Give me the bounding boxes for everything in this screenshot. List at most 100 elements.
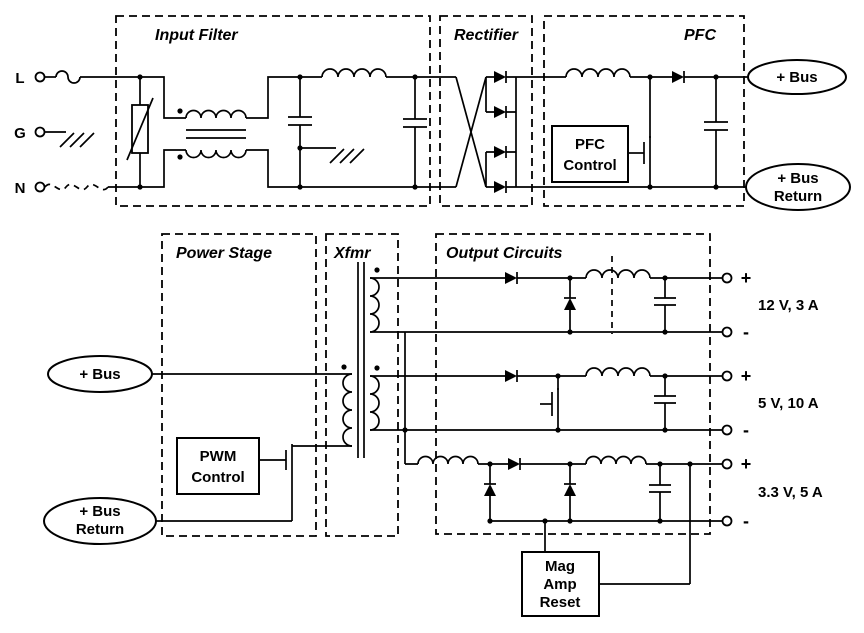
pfc-control-label-2: Control — [563, 157, 616, 174]
mag-amp-reset-label-1: Mag — [545, 558, 575, 575]
pfc-mosfet-symbol — [628, 77, 651, 187]
terminal-5v-minus — [721, 424, 733, 436]
terminal-g-label: G — [14, 125, 26, 142]
bus-return-input-label-1: + Bus — [79, 503, 120, 520]
output-circuits-title: Output Circuits — [446, 245, 563, 262]
ch2-inductor-symbol — [585, 367, 651, 377]
pwm-control-label-1: PWM — [200, 448, 237, 465]
ch1-freewheel-diode-symbol — [564, 278, 576, 332]
input-filter-title: Input Filter — [155, 27, 238, 44]
terminal-5v-plus — [721, 370, 733, 382]
xfmr-title: Xfmr — [333, 245, 371, 262]
mag-amp-inductor-symbol — [417, 455, 479, 465]
label-5v-plus: + — [741, 366, 752, 386]
filter-ground-icon — [329, 148, 365, 164]
x-capacitor-2-symbol — [403, 77, 427, 187]
ch3-diode-1-symbol — [484, 464, 496, 521]
pfc-control-block: PFC Control — [551, 125, 629, 183]
terminal-g — [34, 126, 46, 138]
output-circuits-box — [435, 233, 711, 535]
terminal-n-label: N — [15, 180, 26, 197]
output-channel-3v3 — [405, 455, 723, 524]
mag-amp-right-wire — [599, 464, 691, 585]
xfmr-box — [325, 233, 399, 537]
pfc-bulk-capacitor-symbol — [704, 77, 728, 187]
wire-bottom-after-choke — [246, 149, 456, 188]
wire-top-after-choke — [246, 76, 322, 119]
rectifier-box — [439, 15, 533, 207]
mag-amp-reset-section: Mag Amp Reset — [521, 461, 693, 617]
ch3-diode-2-symbol — [564, 464, 576, 521]
label-3v3-plus: + — [741, 454, 752, 474]
pfc-title: PFC — [684, 27, 716, 44]
terminal-n — [34, 181, 46, 193]
terminal-3v3-minus — [721, 515, 733, 527]
output-channel-12v — [370, 256, 723, 335]
filter-inductor-symbol — [321, 68, 387, 78]
rectifier-diode-3 — [486, 146, 516, 158]
mag-amp-reset-block: Mag Amp Reset — [521, 551, 600, 617]
mag-amp-reset-label-2: Amp — [543, 576, 576, 593]
bus-return-output-label-2: Return — [774, 188, 822, 205]
pfc-inductor-symbol — [565, 68, 631, 78]
bus-output-oval — [747, 59, 847, 95]
input-filter-section: Input Filter — [80, 15, 456, 207]
xfmr-section: Xfmr — [325, 233, 399, 537]
ch1-inductor-symbol — [585, 269, 651, 279]
label-12v: 12 V, 3 A — [758, 297, 819, 314]
terminal-3v3-plus — [721, 458, 733, 470]
bus-ovals-top: + Bus + Bus Return — [745, 59, 851, 211]
common-mode-choke-symbol — [177, 108, 247, 160]
bus-input-oval — [47, 355, 153, 393]
bus-input-label: + Bus — [79, 366, 120, 383]
primary-winding — [342, 373, 353, 447]
ch2-capacitor-symbol — [654, 376, 676, 430]
label-12v-plus: + — [741, 268, 752, 288]
label-3v3-minus: - — [743, 511, 749, 531]
rectifier-section: Rectifier — [439, 15, 533, 207]
bus-return-input-oval — [43, 497, 157, 545]
mag-amp-reset-label-3: Reset — [540, 594, 581, 611]
varistor-symbol — [126, 77, 154, 187]
secondary-winding-2 — [369, 375, 380, 431]
terminal-12v-plus — [721, 272, 733, 284]
output-circuits-section: Output Circuits — [370, 233, 723, 535]
output-channel-5v — [370, 367, 723, 433]
input-terminals: L G N — [14, 70, 109, 197]
wire-neutral-rail — [108, 149, 186, 188]
rectifier-diode-4 — [486, 181, 516, 193]
pfc-control-label-1: PFC — [575, 136, 605, 153]
wire-n-dashed — [44, 183, 109, 191]
power-stage-box — [161, 233, 317, 537]
ch1-capacitor-symbol — [654, 278, 676, 332]
ch3-inductor-symbol — [585, 455, 647, 465]
pfc-section: PFC PFC Control — [516, 15, 748, 207]
pwm-control-label-2: Control — [191, 469, 244, 486]
label-12v-minus: - — [743, 322, 749, 342]
pfc-diode-symbol — [672, 71, 685, 83]
ch3-capacitor-symbol — [649, 464, 671, 521]
terminal-l-label: L — [15, 70, 24, 87]
ch3-series-diode-symbol — [508, 458, 521, 470]
power-stage-title: Power Stage — [176, 245, 272, 262]
label-3v3: 3.3 V, 5 A — [758, 484, 823, 501]
label-5v-minus: - — [743, 420, 749, 440]
label-5v: 5 V, 10 A — [758, 395, 819, 412]
power-stage-mosfet-symbol — [259, 444, 293, 521]
x-capacitor-1-symbol — [288, 77, 312, 187]
output-terminals: + - 12 V, 3 A + - 5 V, 10 A + - 3.3 V, 5… — [721, 268, 823, 531]
transformer-symbol — [341, 262, 380, 458]
power-stage-section: Power Stage PWM Control — [152, 233, 352, 537]
secondary-winding-1 — [369, 277, 380, 333]
terminal-12v-minus — [721, 326, 733, 338]
rectifier-title: Rectifier — [454, 27, 519, 44]
chassis-ground-icon — [59, 132, 95, 148]
ch2-series-diode-symbol — [505, 370, 518, 382]
pwm-control-block: PWM Control — [176, 437, 260, 495]
bus-ovals-bottom: + Bus + Bus Return — [43, 355, 157, 545]
ch1-series-diode-symbol — [505, 272, 518, 284]
input-filter-box — [115, 15, 431, 207]
rectifier-cross-wires — [455, 76, 487, 188]
ch2-sync-mosfet-symbol — [540, 376, 559, 430]
